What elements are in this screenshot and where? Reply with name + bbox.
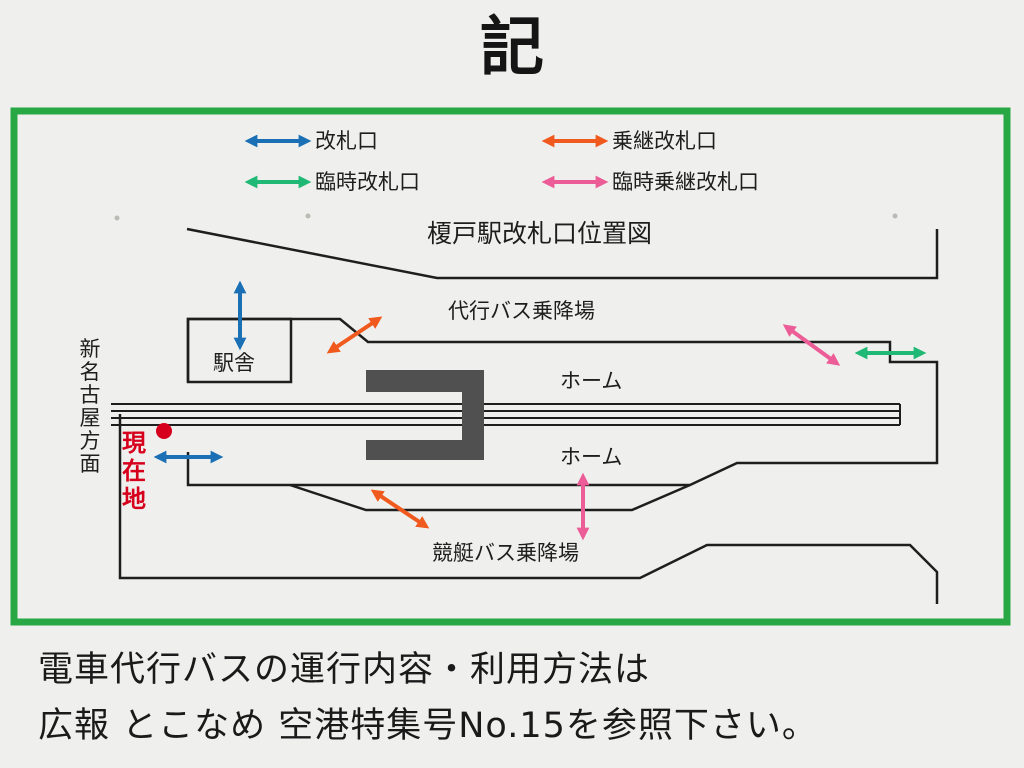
temporary-transfer-gate-top-right[interactable] [782, 324, 841, 366]
current-location-label: 現在地 [122, 429, 146, 513]
platform-top-label: ホーム [560, 369, 623, 393]
bus-stop-bottom-label: 競艇バス乗降場 [432, 541, 579, 565]
legend-label-ticket-gate: 改札口 [315, 129, 378, 153]
footer-line-1: 電車代行バスの運行内容・利用方法は [38, 650, 651, 690]
platform-bottom-label: ホーム [560, 445, 623, 469]
tracks [111, 403, 901, 426]
direction-label: 新名古屋方面 [79, 337, 101, 476]
page-title: 記 [480, 11, 544, 85]
legend-label-temporary-transfer-gate: 臨時乗継改札口 [612, 170, 759, 194]
platform-building [366, 370, 484, 460]
current-location-marker [156, 423, 172, 439]
transfer-gate-bottom-left[interactable] [370, 489, 430, 529]
map-frame [10, 107, 1011, 626]
legend-label-temporary-gate: 臨時改札口 [315, 170, 420, 194]
map-title: 榎戸駅改札口位置図 [427, 219, 653, 248]
transfer-gate-top-left[interactable] [326, 316, 383, 354]
bus-stop-top-label: 代行バス乗降場 [448, 299, 595, 323]
footer-line-2: 広報 とこなめ 空港特集号No.15を参照下さい。 [38, 706, 818, 746]
legend-label-transfer-gate: 乗継改札口 [612, 129, 717, 153]
station-building-label: 駅舎 [213, 351, 255, 375]
